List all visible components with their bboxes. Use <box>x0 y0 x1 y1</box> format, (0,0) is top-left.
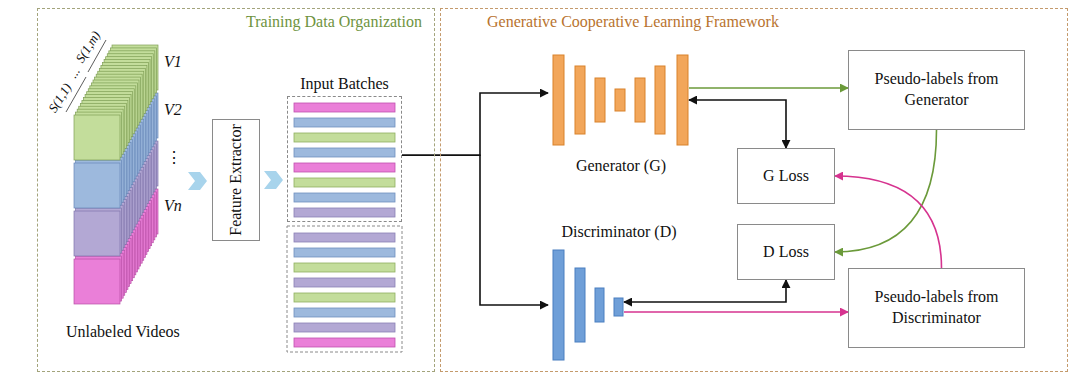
feature-bar <box>294 163 395 172</box>
segment-label: ... <box>65 65 83 82</box>
process-box: Feature Extractor <box>212 119 260 241</box>
feature-bar <box>294 263 395 272</box>
video-frame <box>74 163 120 208</box>
node-label: G Loss <box>763 166 809 186</box>
video-label: Vn <box>164 196 182 215</box>
loss-box: D Loss <box>737 224 835 280</box>
video-frame <box>74 259 120 304</box>
batch-box <box>287 226 402 352</box>
feature-bar <box>294 308 395 317</box>
feature-bar <box>294 178 395 187</box>
generator-layer <box>595 78 605 122</box>
box-heading: Input Batches <box>268 74 421 94</box>
feature-bar <box>294 338 395 347</box>
connector <box>624 280 786 302</box>
discriminator-layer <box>614 298 623 316</box>
feature-bar <box>294 233 395 242</box>
node-label: D Loss <box>763 242 809 262</box>
feature-bar <box>294 278 395 287</box>
feature-bar <box>294 323 395 332</box>
node-label: Generator (G) <box>576 156 666 176</box>
connector <box>689 87 848 89</box>
feature-bar <box>294 208 395 217</box>
video-label: V1 <box>164 52 182 71</box>
connector <box>402 155 548 305</box>
discriminator-layer <box>553 250 564 360</box>
process-box: Pseudo-labels from Discriminator <box>848 268 1025 348</box>
connector <box>689 100 786 148</box>
video-label: ⋮ <box>166 148 182 167</box>
flow-chevron <box>188 172 207 190</box>
connector <box>835 176 942 268</box>
generator-layer <box>655 66 665 134</box>
region-panel: Generative Cooperative Learning Framewor… <box>440 8 1068 372</box>
loss-box: G Loss <box>737 148 835 204</box>
feature-bar <box>294 118 395 127</box>
region-panel: Training Data OrganizationFeature Extrac… <box>37 8 435 372</box>
video-frame <box>74 211 120 256</box>
feature-bar <box>294 103 395 112</box>
batch-box: Input Batches <box>287 96 402 222</box>
node-label: Pseudo-labels from Discriminator <box>862 287 1012 329</box>
caption-label: Unlabeled Videos <box>66 322 180 341</box>
node-label: Discriminator (D) <box>561 222 676 242</box>
generator-layer <box>575 66 585 134</box>
node-label: Pseudo-labels from Generator <box>862 69 1012 111</box>
feature-bar <box>294 293 395 302</box>
generator-layer <box>635 78 645 122</box>
discriminator-network: Discriminator (D) <box>548 222 690 362</box>
feature-bar <box>294 248 395 257</box>
generator-layer <box>615 89 625 111</box>
feature-bar <box>294 133 395 142</box>
connector <box>402 93 548 155</box>
region-title: Training Data Organization <box>246 12 422 32</box>
segment-label: S(1,1) <box>45 81 75 116</box>
video-frame <box>74 115 120 160</box>
process-box: Pseudo-labels from Generator <box>848 50 1025 130</box>
feature-bar <box>294 148 395 157</box>
region-title: Generative Cooperative Learning Framewor… <box>487 12 779 32</box>
generator-network: Generator (G) <box>548 50 694 176</box>
generator-layer <box>553 55 564 145</box>
flow-chevron <box>264 171 283 189</box>
discriminator-layer <box>595 288 604 322</box>
feature-bar <box>294 193 395 202</box>
segment-label: S(1,m) <box>72 28 103 65</box>
connector <box>835 130 937 252</box>
node-label: Feature Extractor <box>226 124 246 236</box>
generator-layer <box>677 55 688 145</box>
discriminator-layer <box>575 268 585 342</box>
video-label: V2 <box>164 100 182 119</box>
connector <box>624 311 848 313</box>
